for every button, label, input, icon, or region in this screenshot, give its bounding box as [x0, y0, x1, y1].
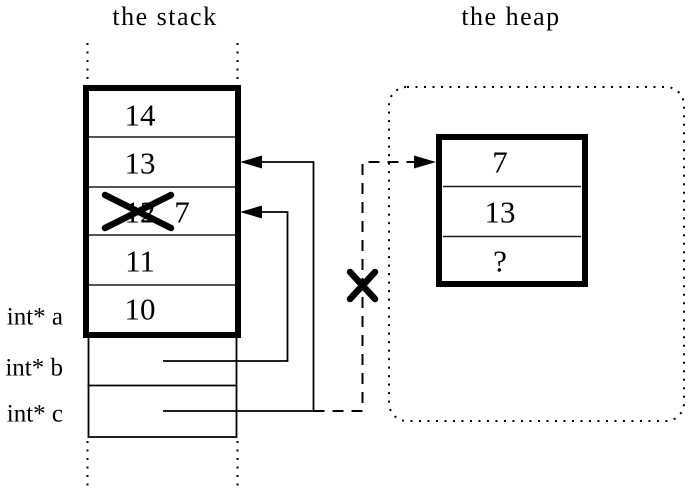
stack-cell-value-13: 13: [125, 146, 156, 181]
pointer-arrow-c-to-stack: [163, 155, 315, 412]
pointer-label-c: int* c: [7, 401, 63, 428]
pointer-arrow-b-to-stack: [163, 205, 289, 362]
arrow-left-icon: [240, 205, 262, 219]
stack-cell-value-10: 10: [125, 292, 156, 327]
stack-cell-value-7-new: 7: [174, 195, 190, 230]
stack-frame: [83, 85, 241, 338]
x-mark-icon-invalid-pointer: [346, 268, 379, 303]
arrow-right-icon: [414, 155, 436, 169]
dangling-pointer-arrow-to-heap: [313, 155, 436, 412]
x-mark-icon-crossed-value: [101, 191, 175, 232]
stack-cell-value-14: 14: [125, 98, 157, 133]
pointer-label-b: int* b: [5, 355, 63, 382]
pointer-label-a: int* a: [7, 304, 63, 331]
stack-cell-value-11: 11: [125, 244, 155, 279]
heap-object-frame: [436, 134, 588, 287]
heap-cell-value-7: 7: [492, 145, 508, 180]
stack-title: the stack: [112, 2, 217, 31]
heap-region-boundary: [388, 86, 685, 422]
heap-cell-value-unknown: ?: [493, 244, 507, 279]
heap-title: the heap: [461, 2, 560, 31]
heap-cell-value-13: 13: [485, 195, 516, 230]
arrow-left-icon: [240, 155, 262, 169]
